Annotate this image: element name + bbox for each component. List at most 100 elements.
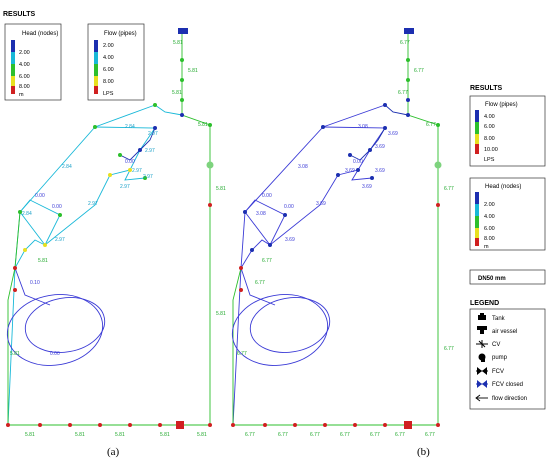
legend-item-air-vessel: air vessel (492, 329, 517, 335)
head-legend-title-right: Head (nodes) (485, 184, 521, 190)
label-b-box2: 3.69 (345, 168, 355, 174)
label-a-c2: 0.00 (52, 204, 62, 210)
label-a-right-vert: 5.81 (216, 311, 226, 317)
legend-tank-icon (478, 313, 486, 320)
legend-item-tank: Tank (492, 316, 506, 322)
nodes-b (231, 28, 442, 429)
label-b-upper-right: 6.77 (426, 122, 436, 128)
head-tick-a-2: 6.00 (19, 74, 30, 80)
label-a-box4: 2.97 (143, 174, 153, 180)
label-a-c3: 2.84 (22, 211, 32, 217)
legend-title: LEGEND (470, 300, 499, 307)
label-b-diag1: 3.08 (358, 124, 368, 130)
legend-fcv-closed-icon (476, 380, 488, 388)
label-a-box2: 2.97 (132, 168, 142, 174)
label-a-top2: 5.81 (188, 68, 198, 74)
label-b-diag2: 3.69 (388, 131, 398, 137)
head-legend-title-a: Head (nodes) (22, 31, 58, 37)
labels-a: 5.81 5.81 5.81 5.81 2.84 2.97 2.97 0.00 … (10, 40, 226, 438)
legend-air-vessel-icon (477, 326, 487, 334)
flow-legend-title-a: Flow (pipes) (104, 31, 137, 37)
label-b-mid-right: 6.77 (444, 186, 454, 192)
caption-b: (b) (417, 446, 430, 458)
caption-a: (a) (107, 446, 120, 458)
label-a-upper-right: 5.81 (198, 122, 208, 128)
flow-tick-a-2: 6.00 (103, 67, 114, 73)
flow-unit-a: LPS (103, 91, 114, 97)
legend-item-fcv-closed: FCV closed (492, 382, 523, 388)
label-b-bottom-0: 6.77 (245, 432, 255, 438)
label-a-top3: 5.81 (172, 90, 182, 96)
tank-icon-b (404, 28, 414, 34)
head-unit-a: m (19, 92, 24, 98)
label-b-left-low2: 6.77 (255, 280, 265, 286)
label-b-left-bottom: 6.77 (237, 351, 247, 357)
legend-cv-icon (476, 340, 488, 348)
legend-items: Tank air vessel CV pump FCV FCV closed f… (475, 313, 527, 402)
legend-item-flow-direction: flow direction (492, 396, 527, 402)
label-a-diag2: 2.97 (148, 131, 158, 137)
head-tick-a-3: 8.00 (19, 84, 30, 90)
legend-fcv-icon (476, 367, 488, 375)
label-b-bottom-4: 6.77 (370, 432, 380, 438)
flow-legend-right: Flow (pipes) 4.00 6.00 8.00 10.00 LPS (469, 95, 546, 167)
legend-item-pump: pump (492, 355, 508, 361)
legend-item-fcv: FCV (492, 369, 504, 375)
air-vessel-icon (206, 161, 214, 169)
label-b-bottom-6: 6.77 (425, 432, 435, 438)
nodes-a (6, 28, 214, 429)
label-b-c5: 3.69 (285, 237, 295, 243)
label-a-left-diag: 2.84 (62, 164, 72, 170)
flow-tick-right-3: 10.00 (484, 147, 498, 153)
label-b-top2: 6.77 (414, 68, 424, 74)
flow-tick-right-2: 8.00 (484, 136, 495, 142)
label-a-inner: 0.00 (50, 351, 60, 357)
flow-unit-right: LPS (484, 157, 495, 163)
flow-legend-a: Flow (pipes) 2.00 4.00 6.00 8.00 LPS (87, 23, 145, 101)
flow-tick-a-0: 2.00 (103, 43, 114, 49)
head-legend-right: Head (nodes) 2.00 4.00 6.00 8.00 m (469, 177, 546, 251)
flow-tick-a-3: 8.00 (103, 79, 114, 85)
flow-tick-right-1: 6.00 (484, 124, 495, 130)
legend-flow-direction-icon (475, 394, 488, 402)
label-b-top1: 6.77 (400, 40, 410, 46)
label-a-mid-right: 5.81 (216, 186, 226, 192)
flow-tick-right-0: 4.00 (484, 114, 495, 120)
label-a-diag1: 2.84 (125, 124, 135, 130)
head-tick-a-0: 2.00 (19, 50, 30, 56)
pump-icon (176, 421, 184, 429)
dn-label: DN50 mm (478, 276, 506, 282)
label-a-bottom-0: 5.81 (25, 432, 35, 438)
label-a-bottom-4: 5.81 (197, 432, 207, 438)
right-panel: RESULTS Flow (pipes) 4.00 6.00 8.00 10.0… (469, 85, 546, 410)
label-b-c2: 0.00 (284, 204, 294, 210)
label-a-c5: 2.97 (55, 237, 65, 243)
air-vessel-icon-b (434, 161, 442, 169)
label-b-c4: 3.69 (316, 201, 326, 207)
labels-b: 6.77 6.77 6.77 6.77 3.08 3.69 3.69 0.00 … (237, 40, 454, 438)
head-tick-right-1: 4.00 (484, 214, 495, 220)
label-b-left-low1: 6.77 (262, 258, 272, 264)
label-b-diag3: 3.69 (375, 144, 385, 150)
label-b-left-diag: 3.08 (298, 164, 308, 170)
pump-icon-b (404, 421, 412, 429)
label-a-bottom-2: 5.81 (115, 432, 125, 438)
panel-b: 6.77 6.77 6.77 6.77 3.08 3.69 3.69 0.00 … (231, 28, 454, 458)
legend-pump-icon (478, 353, 486, 362)
panel-a: RESULTS Head (nodes) 2.00 4.00 6.00 8.00… (3, 11, 226, 458)
head-tick-right-3: 8.00 (484, 236, 495, 242)
label-a-left-bottom: 5.81 (10, 351, 20, 357)
label-a-diag3: 2.97 (145, 148, 155, 154)
label-b-right-vert: 6.77 (444, 346, 454, 352)
label-a-box1: 0.00 (125, 159, 135, 165)
label-a-box3: 2.97 (120, 184, 130, 190)
head-unit-right: m (484, 244, 489, 250)
label-b-top3: 6.77 (398, 90, 408, 96)
flow-legend-title-right: Flow (pipes) (485, 102, 518, 108)
results-title-right: RESULTS (470, 85, 502, 92)
head-tick-right-2: 6.00 (484, 226, 495, 232)
label-b-c1: 0.00 (262, 193, 272, 199)
head-tick-a-1: 4.00 (19, 62, 30, 68)
